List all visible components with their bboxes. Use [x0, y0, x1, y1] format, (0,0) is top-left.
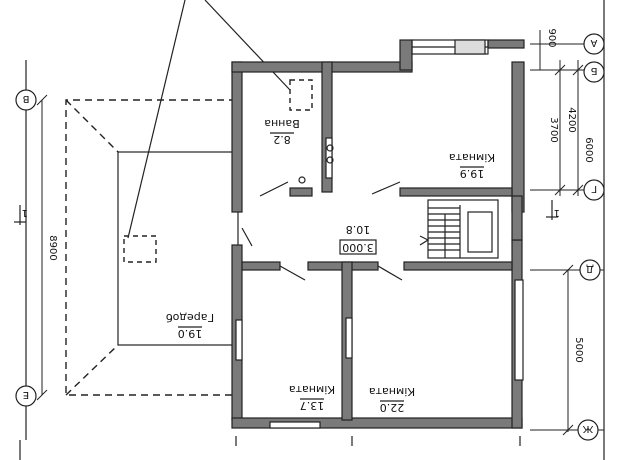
- axis-marker-d: Д: [579, 259, 601, 281]
- axis-label: Е: [23, 389, 29, 400]
- terrace-outline: [65, 79, 313, 396]
- axis-label: Д: [586, 263, 594, 274]
- room-label-room3: 22.0 Кімната: [369, 385, 415, 414]
- section-label: 1: [554, 207, 560, 218]
- wall-windows: [235, 137, 524, 429]
- dim-5000: 5000: [573, 337, 584, 362]
- door-swings: [241, 181, 403, 281]
- axis-marker-g: Г: [583, 179, 605, 201]
- room-label-hall: 3.000 10.8: [339, 223, 377, 255]
- exterior-walls: [231, 39, 525, 429]
- axis-marker-a: А: [583, 33, 605, 55]
- axis-label: Б: [590, 65, 597, 76]
- room-label-vanna: 8.2 Ванна: [264, 117, 299, 146]
- room-area: 19.0: [178, 327, 203, 340]
- room-name: Гаредоб: [166, 311, 215, 324]
- axis-label: В: [22, 93, 29, 104]
- axis-marker-v: В: [15, 60, 37, 440]
- staircase: [419, 199, 499, 259]
- axis-marker-zh: Ж: [577, 419, 599, 441]
- room-name: Кімната: [449, 151, 495, 164]
- interior-walls: [241, 61, 523, 421]
- room-label-garage: 19.0 Гаредоб: [166, 311, 215, 340]
- dimension-text-right: 900 3700 4200 6000 5000: [546, 28, 594, 362]
- dim-4200: 4200: [566, 107, 577, 132]
- bottom-ticks: [235, 436, 521, 446]
- leader-lines: [127, 0, 291, 239]
- room-area: 19.9: [460, 167, 485, 180]
- room-area: 22.0: [380, 401, 405, 414]
- dim-3700: 3700: [548, 117, 559, 142]
- section-mark-left: 1: [14, 205, 28, 225]
- dimension-lines-right: [530, 30, 604, 436]
- top-window: [411, 39, 489, 55]
- axis-label: А: [590, 37, 597, 48]
- sheet-frame: [19, 0, 605, 460]
- dimension-left: 8900: [36, 94, 58, 401]
- room-area: 13.7: [300, 399, 325, 412]
- room-name: Кімната: [289, 383, 335, 396]
- axis-label: Г: [591, 183, 597, 194]
- room-label-room2: 13.7 Кімната: [289, 383, 335, 412]
- axis-marker-e: Е: [15, 385, 37, 407]
- dim-900: 900: [546, 28, 557, 47]
- level-mark: 3.000: [342, 241, 374, 254]
- room-label-room1: 19.9 Кімната: [449, 151, 495, 180]
- section-label: 1: [22, 207, 28, 218]
- axis-marker-b: Б: [583, 61, 605, 83]
- axis-label: Ж: [582, 423, 593, 434]
- section-mark-right: 1: [546, 200, 560, 220]
- bathroom-fixtures: [298, 144, 334, 184]
- room-area: 10.8: [346, 223, 371, 236]
- room-area: 8.2: [273, 133, 291, 146]
- room-name: Кімната: [369, 385, 415, 398]
- room-name: Ванна: [264, 117, 299, 130]
- dim-6000: 6000: [583, 137, 594, 162]
- dim-8900: 8900: [47, 235, 58, 260]
